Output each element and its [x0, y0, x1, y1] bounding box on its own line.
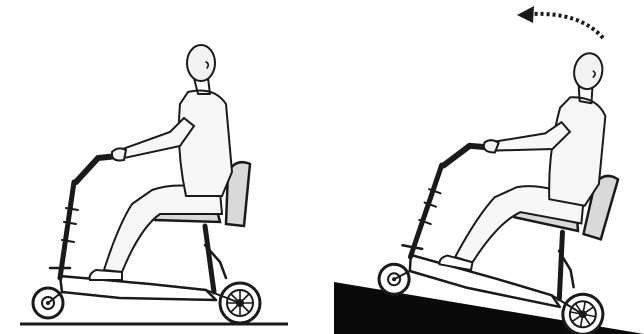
panel-incline	[334, 6, 644, 334]
tilt-arrow-icon	[517, 6, 603, 38]
scooter-with-rider-level	[33, 45, 260, 323]
scooter-with-rider-incline	[376, 23, 644, 334]
panel-level-ground	[20, 45, 288, 324]
